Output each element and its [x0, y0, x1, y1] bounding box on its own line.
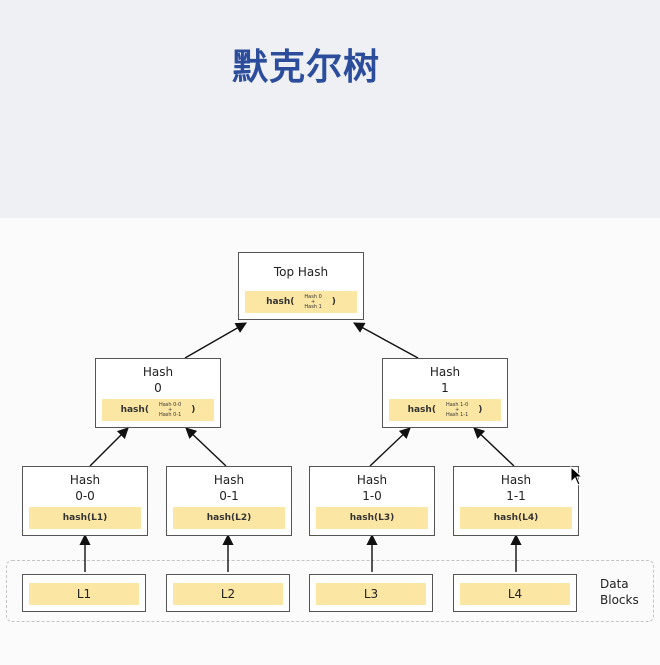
hash-1-plus: +: [455, 407, 460, 413]
edge-hash00-hash0: [89, 427, 129, 467]
top-hash-title: Top Hash: [273, 265, 329, 279]
hash-1-title: Hash: [429, 365, 461, 379]
hash-1-0-sub: 1-0: [362, 489, 382, 503]
data-blocks-line2: Blocks: [600, 593, 639, 607]
data-blocks-region: [6, 560, 654, 622]
hash-0-args: Hash 0-0 + Hash 0-1: [159, 402, 181, 418]
hash-1-0-title: Hash: [356, 473, 388, 487]
hash-0-0-node: Hash 0-0 hash(L1): [22, 466, 148, 536]
hash-0-sub: 0: [154, 381, 162, 395]
leaf-l3-label: L3: [316, 583, 426, 605]
hash-0-plus: +: [168, 407, 173, 413]
top-hash-plus: +: [311, 299, 316, 305]
edge-hash1-top: [353, 322, 419, 359]
hash-1-arg2: Hash 1-1: [445, 412, 469, 418]
edge-hash0-top: [184, 322, 247, 359]
hash-1-close: ): [478, 405, 483, 415]
hash-0-0-formula: hash(L1): [29, 507, 141, 529]
hash-1-1-formula: hash(L4): [460, 507, 572, 529]
leaf-l1-label: L1: [29, 583, 139, 605]
edge-hash11-hash1: [473, 427, 515, 467]
hash-1-1-title: Hash: [500, 473, 532, 487]
hash-1-formula: hash( Hash 1-0 + Hash 1-1 ): [389, 399, 501, 421]
top-hash-fn: hash(: [266, 297, 295, 307]
top-hash-arg2: Hash 1: [304, 304, 322, 310]
hash-0-arg1: Hash 0-0: [158, 402, 182, 408]
data-blocks-label: Data Blocks: [600, 576, 639, 608]
leaf-l2: L2: [166, 574, 290, 612]
hash-0-formula: hash( Hash 0-0 + Hash 0-1 ): [102, 399, 214, 421]
hash-1-1-sub: 1-1: [506, 489, 526, 503]
hash-0-1-formula: hash(L2): [173, 507, 285, 529]
slide-title: 默克尔树: [231, 47, 380, 88]
leaf-l4-label: L4: [460, 583, 570, 605]
slide-header: [0, 0, 660, 218]
hash-0-0-title: Hash: [69, 473, 101, 487]
hash-1-0-node: Hash 1-0 hash(L3): [309, 466, 435, 536]
edge-hash01-hash0: [185, 427, 227, 467]
top-hash-formula: hash( Hash 0 + Hash 1 ): [245, 291, 357, 313]
hash-1-node: Hash 1 hash( Hash 1-0 + Hash 1-1 ): [382, 358, 508, 428]
hash-0-title: Hash: [142, 365, 174, 379]
hash-1-1-node: Hash 1-1 hash(L4): [453, 466, 579, 536]
hash-1-arg1: Hash 1-0: [445, 402, 469, 408]
top-hash-arg1: Hash 0: [304, 294, 322, 300]
hash-0-node: Hash 0 hash( Hash 0-0 + Hash 0-1 ): [95, 358, 221, 428]
hash-0-1-title: Hash: [213, 473, 245, 487]
edge-hash10-hash1: [369, 427, 411, 467]
leaf-l1: L1: [22, 574, 146, 612]
hash-0-1-sub: 0-1: [219, 489, 239, 503]
hash-1-sub: 1: [441, 381, 449, 395]
top-hash-args: Hash 0 + Hash 1: [304, 294, 321, 310]
mouse-cursor-icon: [570, 466, 584, 486]
hash-0-arg2: Hash 0-1: [158, 412, 182, 418]
leaf-l3: L3: [309, 574, 433, 612]
leaf-l2-label: L2: [173, 583, 283, 605]
hash-0-fn: hash(: [120, 405, 149, 415]
hash-1-args: Hash 1-0 + Hash 1-1: [446, 402, 468, 418]
hash-0-0-sub: 0-0: [75, 489, 95, 503]
top-hash-node: Top Hash hash( Hash 0 + Hash 1 ): [238, 252, 364, 320]
top-hash-close: ): [331, 297, 336, 307]
hash-1-fn: hash(: [407, 405, 436, 415]
hash-1-0-formula: hash(L3): [316, 507, 428, 529]
hash-0-close: ): [191, 405, 196, 415]
data-blocks-line1: Data: [600, 577, 629, 591]
hash-0-1-node: Hash 0-1 hash(L2): [166, 466, 292, 536]
leaf-l4: L4: [453, 574, 577, 612]
